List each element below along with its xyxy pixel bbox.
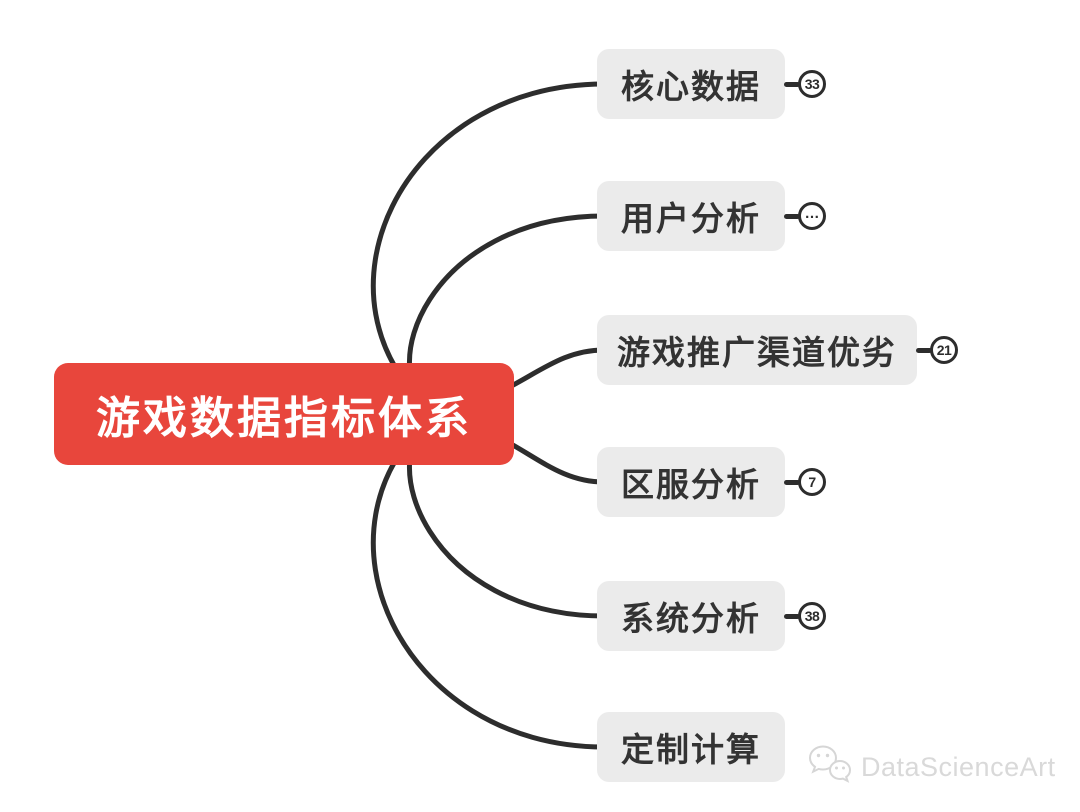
badge-value: 21 — [936, 342, 952, 358]
watermark-label: DataScienceArt — [861, 752, 1056, 782]
branch-badge-user-analysis[interactable]: … — [784, 202, 826, 230]
badge-value: 33 — [804, 76, 820, 92]
branch-label: 定制计算 — [621, 731, 761, 768]
branch-badge-promotion-channels[interactable]: 21 — [916, 336, 958, 364]
wechat-icon — [806, 744, 854, 791]
branch-node-system-analysis[interactable]: 系统分析 — [597, 581, 785, 651]
connector-line — [370, 81, 607, 417]
branch-node-core-data[interactable]: 核心数据 — [597, 49, 785, 119]
connector-line — [370, 411, 607, 750]
branch-label: 系统分析 — [621, 600, 761, 637]
branch-node-user-analysis[interactable]: 用户分析 — [597, 181, 785, 251]
branch-badge-server-analysis[interactable]: 7 — [784, 468, 826, 496]
root-topic-node[interactable]: 游戏数据指标体系 — [54, 363, 514, 465]
badge-value: 38 — [804, 608, 820, 624]
branch-label: 游戏推广渠道优劣 — [617, 334, 897, 371]
watermark: DataScienceArt — [806, 744, 1056, 791]
branch-label: 用户分析 — [621, 200, 761, 237]
branch-label: 区服分析 — [621, 466, 761, 503]
root-topic-label: 游戏数据指标体系 — [96, 394, 472, 443]
badge-value: 7 — [808, 474, 816, 490]
branch-badge-system-analysis[interactable]: 38 — [784, 602, 826, 630]
branch-node-server-analysis[interactable]: 区服分析 — [597, 447, 785, 517]
branch-badge-core-data[interactable]: 33 — [784, 70, 826, 98]
branch-label: 核心数据 — [621, 68, 761, 105]
badge-value: … — [804, 204, 820, 222]
branch-node-custom-calculation[interactable]: 定制计算 — [597, 712, 785, 782]
branch-node-promotion-channels[interactable]: 游戏推广渠道优劣 — [597, 315, 917, 385]
